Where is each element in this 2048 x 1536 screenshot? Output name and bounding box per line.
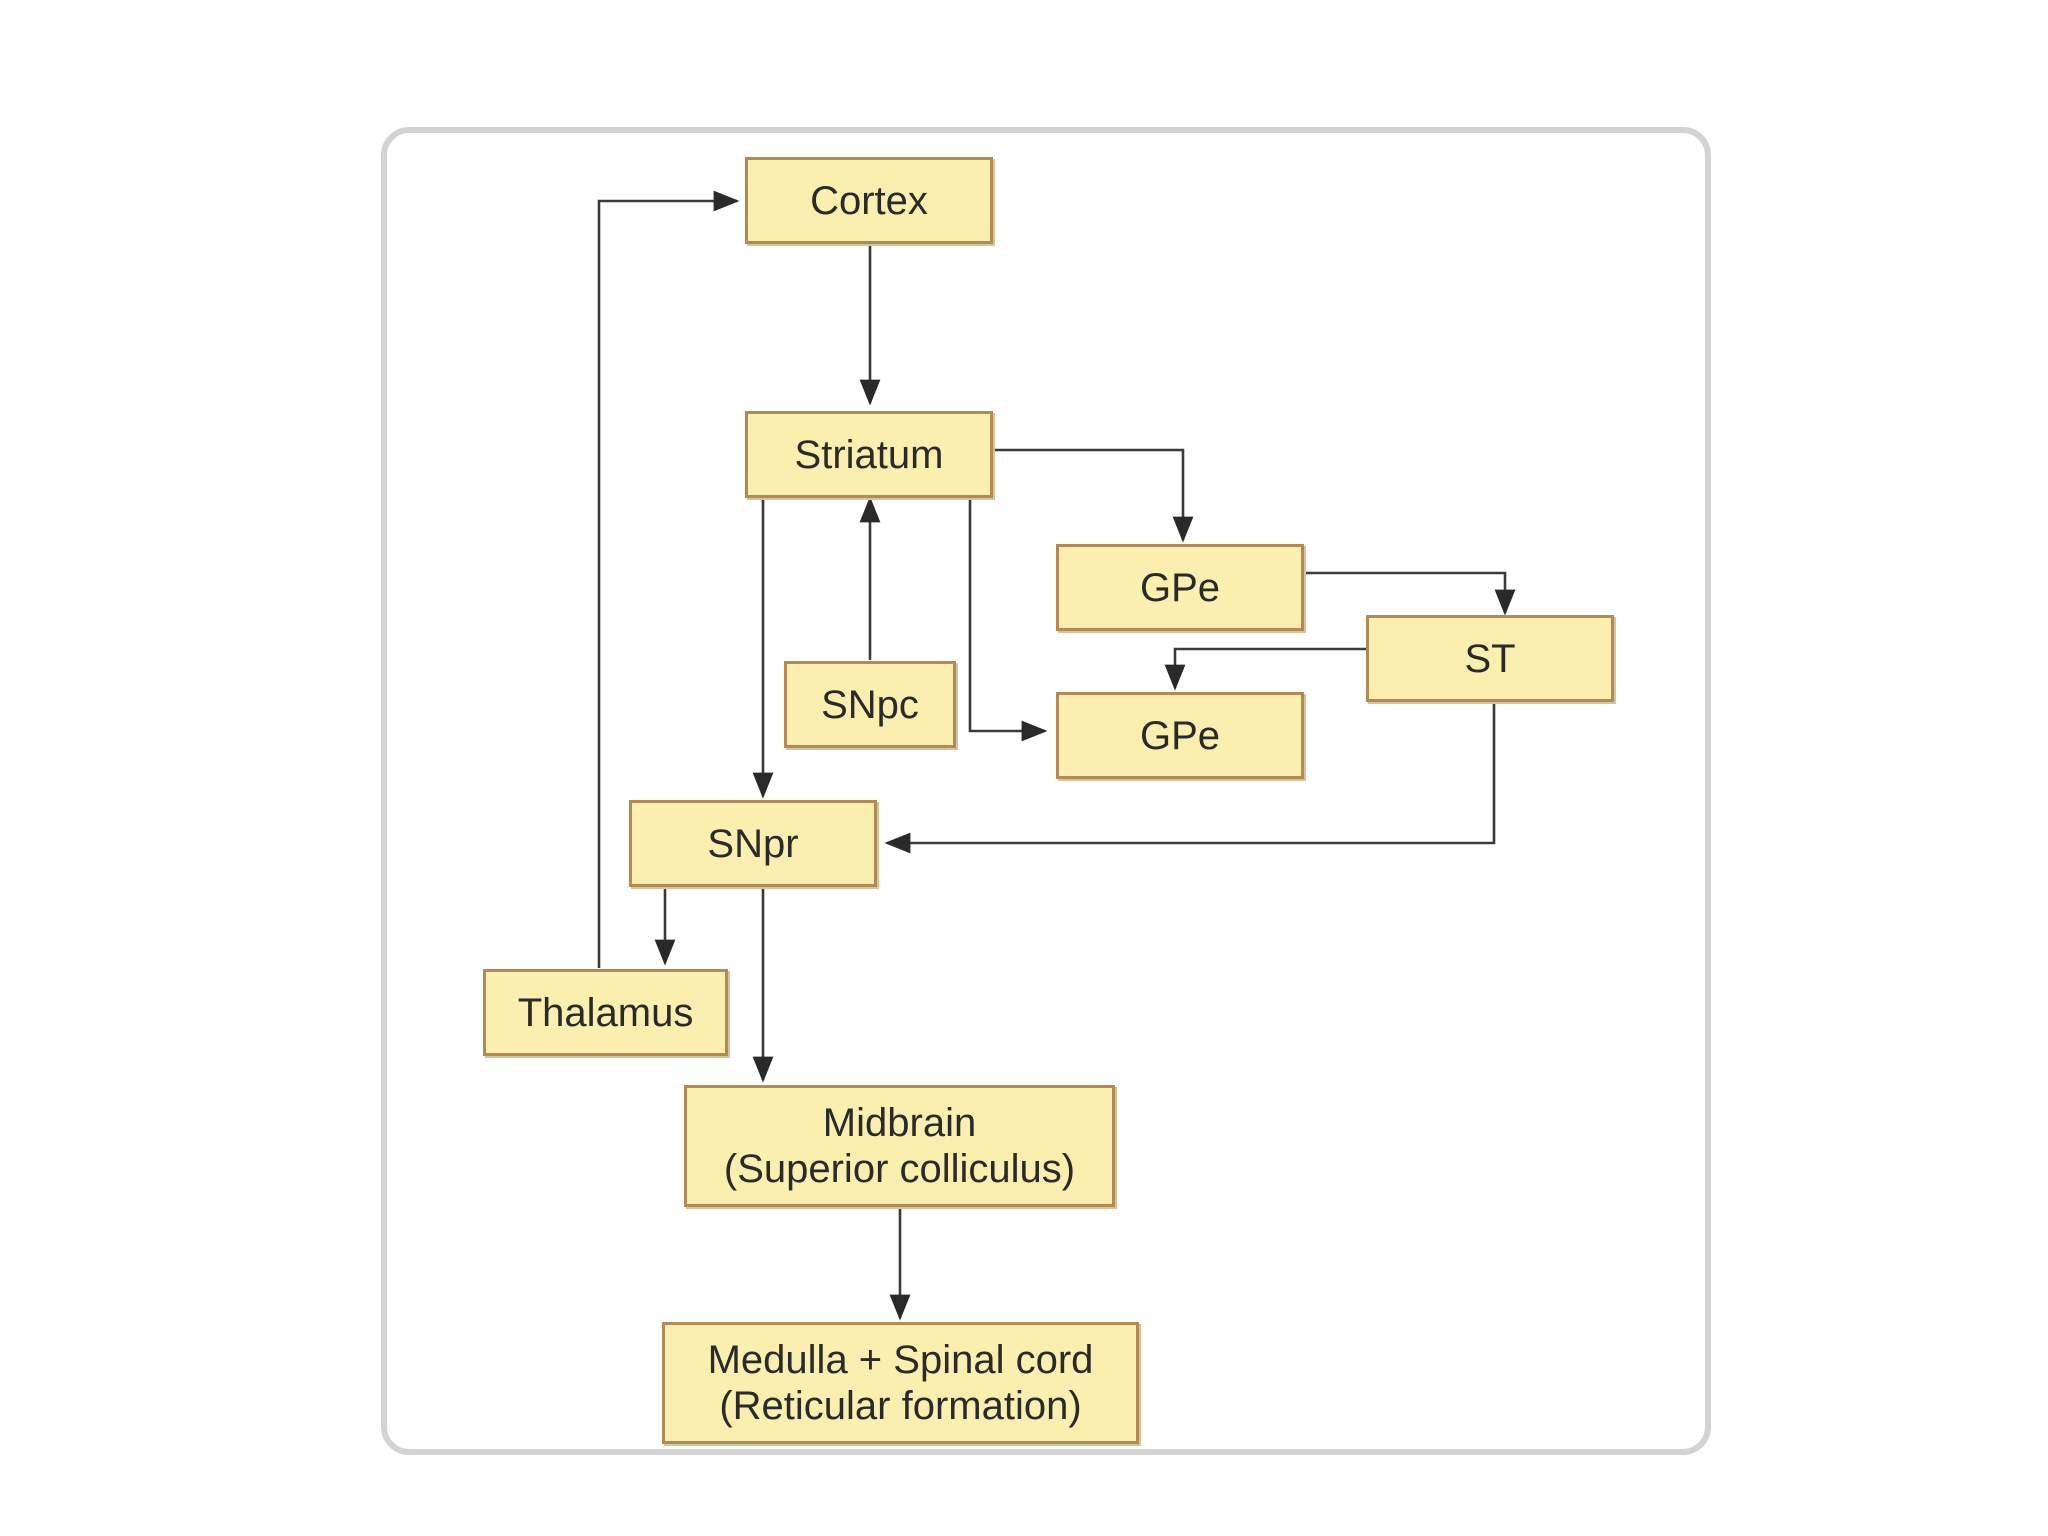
node-medulla: Medulla + Spinal cord (Reticular formati… (662, 1322, 1139, 1444)
node-label: GPe (1139, 565, 1221, 610)
arrow-st-to-gpe-lower (1164, 647, 1366, 691)
node-label: Striatum (794, 432, 944, 477)
node-midbrain: Midbrain (Superior colliculus) (684, 1085, 1115, 1207)
diagram-frame (381, 127, 1711, 1455)
node-label: ST (1464, 636, 1516, 681)
node-label: SNpc (821, 682, 919, 727)
node-thalamus: Thalamus (483, 969, 728, 1056)
node-cortex: Cortex (745, 157, 993, 244)
node-snpc: SNpc (784, 661, 956, 748)
node-gpe-lower: GPe (1056, 692, 1304, 779)
arrow-striatum-to-gpe-lower (968, 498, 1048, 742)
node-st: ST (1366, 615, 1614, 702)
node-label: Cortex (810, 178, 928, 223)
node-sublabel: (Reticular formation) (719, 1384, 1082, 1428)
node-label: Medulla + Spinal cord (707, 1338, 1094, 1382)
node-label: SNpr (707, 821, 799, 866)
node-snpr: SNpr (629, 800, 877, 887)
arrow-gpe-upper-to-st (1302, 571, 1516, 616)
node-sublabel: (Superior colliculus) (723, 1147, 1076, 1191)
arrow-st-to-snpr (884, 702, 1496, 854)
arrow-thalamus-to-cortex (597, 190, 740, 968)
node-striatum: Striatum (745, 411, 993, 498)
node-label: Midbrain (822, 1101, 977, 1145)
node-gpe-upper: GPe (1056, 544, 1304, 631)
node-label: Thalamus (517, 990, 694, 1035)
node-label: GPe (1139, 713, 1221, 758)
arrow-striatum-to-gpe-upper (992, 448, 1194, 543)
